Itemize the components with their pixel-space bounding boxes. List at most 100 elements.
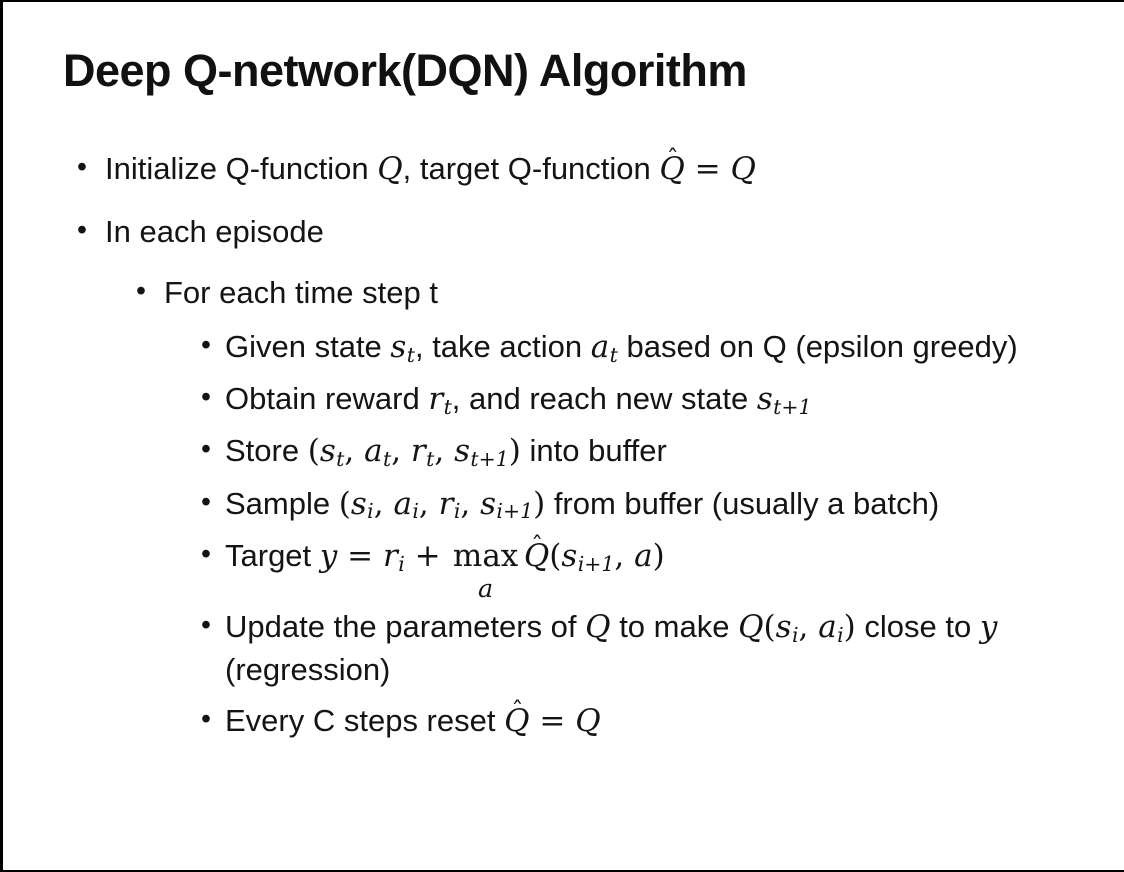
- text-run: Sample: [225, 485, 339, 521]
- math-subscript: t: [426, 447, 435, 472]
- math-run: rt: [428, 380, 452, 419]
- math-run: ,: [614, 537, 635, 574]
- bullet-item: Given state st, take action at based on …: [199, 326, 1071, 369]
- math-subscript: t+1: [773, 394, 812, 419]
- math-run: si+1: [480, 485, 534, 524]
- math-run: Q: [738, 609, 764, 646]
- math-subscript: t: [336, 447, 345, 472]
- text-run: from buffer (usually a batch): [545, 485, 940, 521]
- math-run: st: [390, 328, 415, 367]
- math-run: ai: [818, 609, 844, 648]
- math-run: ): [843, 609, 856, 646]
- text-run: , take action: [414, 328, 591, 364]
- math-subscript: i: [791, 623, 799, 648]
- math-run: at: [364, 433, 392, 472]
- math-run: ): [652, 537, 665, 574]
- math-subscript: i: [367, 499, 374, 524]
- math-run: si+1: [561, 537, 615, 576]
- bullet-item: Update the parameters of Q to make Q(si,…: [199, 606, 1071, 691]
- math-run: st+1: [756, 380, 812, 419]
- math-subscript: t: [406, 342, 415, 367]
- math-subscript: i: [398, 551, 405, 576]
- math-run: =: [684, 151, 731, 187]
- hat-accent: ˆ: [531, 531, 544, 560]
- math-run: Q: [585, 609, 611, 646]
- text-run: based on Q (epsilon greedy): [617, 328, 1018, 364]
- math-run: (: [307, 433, 320, 470]
- math-run: y: [319, 537, 338, 574]
- math-run: Q: [730, 151, 756, 187]
- text-run: Update the parameters of: [225, 609, 586, 645]
- bullet-item: Sample (si, ai, ri, si+1) from buffer (u…: [199, 483, 1071, 526]
- text-run: Initialize Q-function: [105, 151, 378, 186]
- math-run: ,: [798, 609, 819, 646]
- math-run: ,: [344, 433, 365, 470]
- math-run: +: [404, 537, 451, 574]
- math-run: Q: [377, 151, 403, 187]
- math-run: ): [533, 485, 546, 522]
- math-run: (: [763, 609, 776, 646]
- text-run: Every C steps reset: [225, 703, 505, 738]
- math-run: st+1: [454, 433, 509, 472]
- math-subscript: t: [609, 342, 618, 367]
- math-run: ,: [373, 485, 394, 522]
- text-run: (regression): [225, 652, 391, 688]
- slide-title: Deep Q-network(DQN) Algorithm: [63, 45, 747, 96]
- math-run: a: [634, 537, 653, 574]
- math-run: Q: [575, 703, 601, 739]
- math-run: ,: [418, 485, 439, 522]
- text-run: close to: [855, 609, 980, 645]
- math-subscript: i: [412, 499, 419, 524]
- bullet-item: In each episode: [75, 211, 1124, 253]
- math-run: st: [319, 433, 345, 472]
- text-run: to make: [610, 609, 739, 645]
- bullet-item: Initialize Q-function Q, target Q-functi…: [75, 144, 1124, 191]
- math-run: (: [338, 485, 351, 522]
- math-run: (: [549, 537, 562, 574]
- math-run: ): [508, 433, 521, 470]
- math-run: si: [775, 609, 799, 648]
- math-subscript: t+1: [470, 447, 509, 472]
- text-run: Obtain reward: [225, 380, 429, 416]
- math-run: rt: [410, 433, 435, 472]
- math-subscript: i+1: [577, 551, 615, 576]
- math-run: =: [529, 703, 576, 739]
- hat-accent: ˆ: [511, 696, 524, 725]
- math-run: ,: [391, 433, 411, 470]
- math-run: ,: [460, 485, 481, 522]
- math-operator: max: [452, 537, 519, 574]
- bullet-item: Store (st, at, rt, st+1) into buffer: [199, 430, 1071, 473]
- math-subscript: i: [837, 623, 844, 648]
- math-under-script: a: [478, 572, 494, 603]
- text-run: Store: [225, 433, 308, 469]
- math-run: ,: [434, 433, 455, 470]
- bullet-item: For each time step t: [134, 272, 1124, 314]
- text-run: , target Q-function: [402, 151, 660, 186]
- math-subscript: t: [443, 394, 452, 419]
- text-run: In each episode: [105, 213, 324, 249]
- text-run: into buffer: [520, 433, 667, 469]
- math-run: ai: [393, 485, 419, 524]
- text-run: For each time step t: [164, 275, 438, 311]
- math-subscript: i+1: [496, 499, 534, 524]
- text-run: , and reach new state: [451, 380, 757, 416]
- bullet-item: Obtain reward rt, and reach new state st…: [199, 378, 1071, 421]
- math-run: =: [337, 537, 383, 574]
- math-subscript: t: [382, 447, 392, 472]
- hat-accent: ˆ: [666, 144, 679, 173]
- text-run: Given state: [225, 328, 391, 364]
- math-run: si: [350, 485, 374, 524]
- bullet-item: Every C steps reset ˆQ = Q: [199, 696, 1071, 743]
- math-run: ri: [382, 537, 405, 576]
- text-run: Target: [225, 537, 320, 573]
- math-run: ri: [438, 485, 461, 524]
- bullet-list: Initialize Q-function Q, target Q-functi…: [3, 144, 1124, 743]
- math-subscript: i: [453, 499, 461, 524]
- math-run: y: [979, 609, 998, 646]
